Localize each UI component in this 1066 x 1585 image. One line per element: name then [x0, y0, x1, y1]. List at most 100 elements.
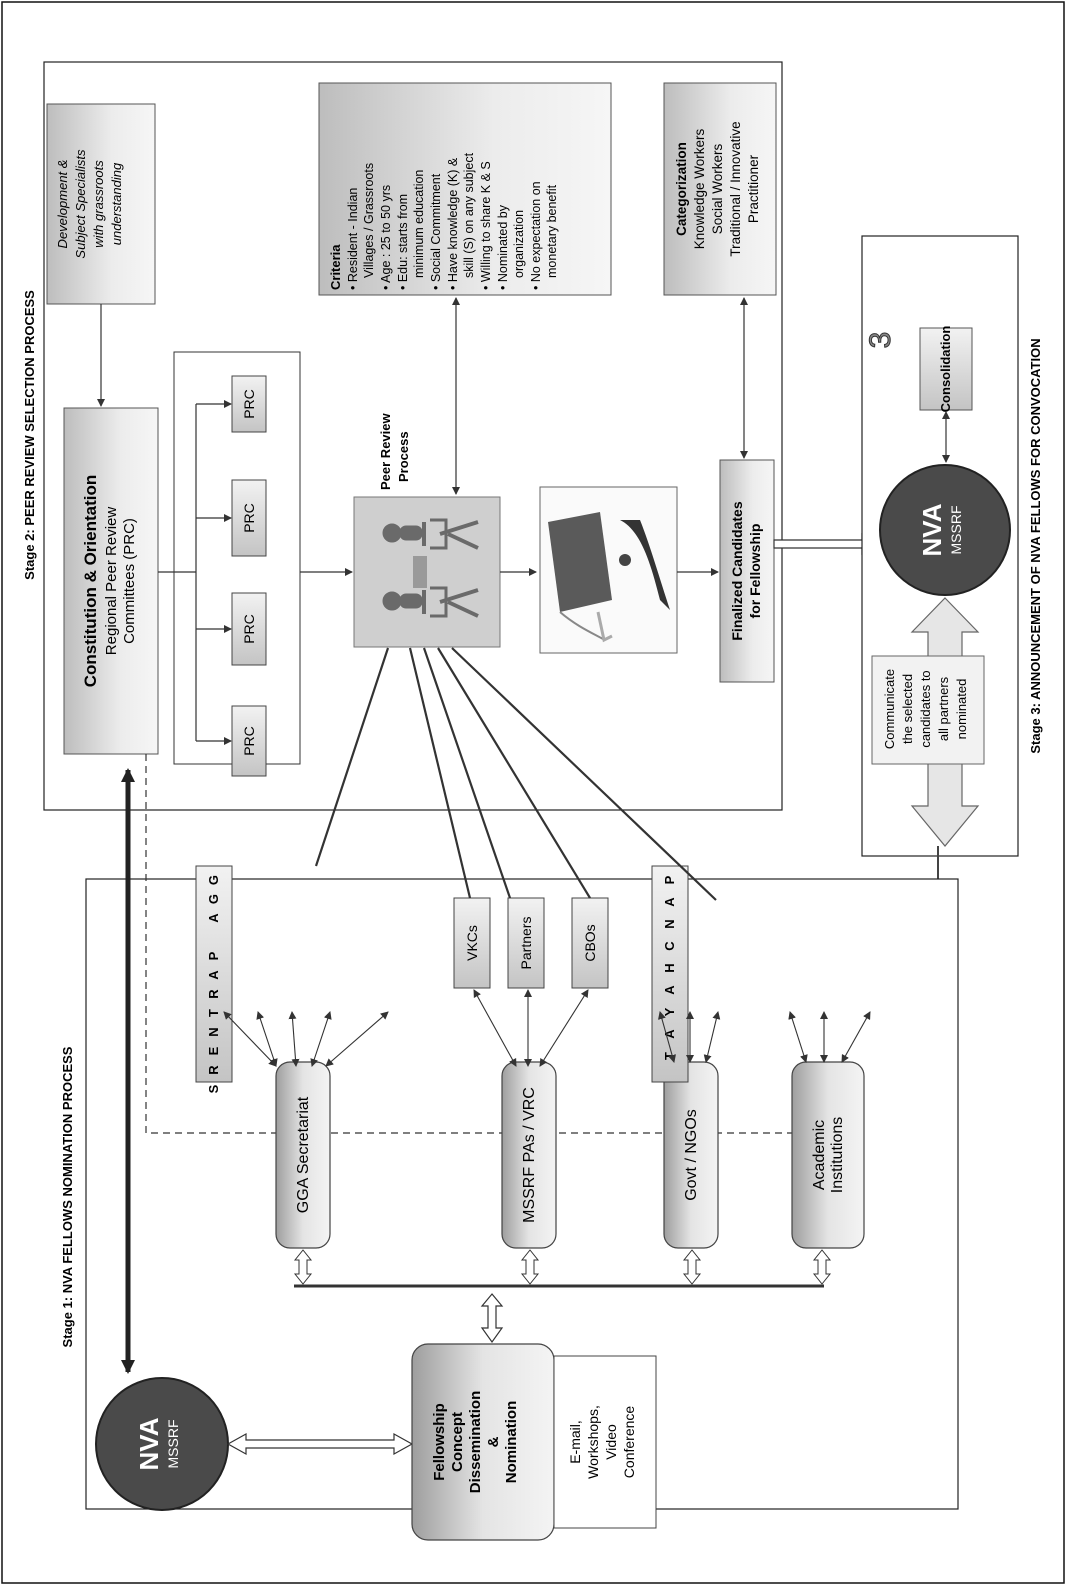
- criteria-line-8: skill (S) on any subject: [462, 152, 476, 278]
- criteria-line-1: • Resident - Indian: [346, 188, 360, 290]
- consolidation-label: Consolidation: [938, 326, 953, 413]
- specialists-box: [46, 103, 156, 305]
- constitution-title: Constitution & Orientation: [81, 475, 100, 687]
- categorization-line-2: Social Workers: [710, 143, 725, 234]
- prc-label-4: PRC: [241, 726, 257, 756]
- communicate-line-4: all partners: [936, 676, 951, 741]
- constitution-box: [63, 407, 159, 755]
- fellowship-line-1: Fellowship: [431, 1403, 448, 1481]
- meeting-people-icon: [382, 518, 479, 618]
- constitution-line-1: Regional Peer Review: [103, 507, 120, 656]
- email-text: E-mail, Workshops, Video Conference: [567, 1405, 637, 1479]
- finalized-box: [719, 459, 775, 683]
- panchayat-letter-6: A: [662, 985, 677, 995]
- fellowship-line-3: Dissemination: [467, 1391, 484, 1494]
- bus-govt-arrow: [682, 1249, 702, 1285]
- mssrf-pas-label: MSSRF PAs / VRC: [521, 1087, 538, 1223]
- stage1-title: Stage 1: NVA FELLOWS NOMINATION PROCESS: [60, 1046, 75, 1347]
- cbos-label: CBOs: [582, 924, 598, 961]
- panchayat-letter-7: Y: [662, 1007, 677, 1016]
- categorization-box: [663, 82, 777, 296]
- criteria-box: [318, 82, 612, 296]
- prc-box-1: [231, 375, 267, 433]
- categorization-line-1: Knowledge Workers: [692, 128, 707, 249]
- categorization-line-4: Practitioner: [746, 154, 761, 223]
- panchayat-letter-5: H: [662, 963, 677, 972]
- fellowship-bus-arrow: [480, 1293, 504, 1344]
- peer-review-label-2: Process: [396, 431, 411, 482]
- gga-partners-letter-12: S: [206, 1084, 221, 1093]
- specialists-line-3: with grassroots: [91, 160, 106, 248]
- nva-left-title: NVA: [134, 1417, 164, 1470]
- gga-fan-arrows: [223, 1011, 389, 1067]
- vkcs-box: [453, 897, 491, 989]
- nva-right-circle: [879, 464, 1011, 596]
- cbos-box: [571, 897, 609, 989]
- stage2-group: Stage 2: PEER REVIEW SELECTION PROCESS D…: [22, 61, 884, 811]
- gga-partners-letter-3: A: [206, 913, 221, 923]
- prc-label-3: PRC: [241, 614, 257, 644]
- academic-label: Academic Institutions: [811, 1117, 846, 1193]
- specialists-line-1: Development &: [55, 160, 70, 249]
- partners-label: Partners: [518, 917, 534, 970]
- panchayat-letter-2: A: [662, 897, 677, 907]
- stage2-title: Stage 2: PEER REVIEW SELECTION PROCESS: [22, 290, 37, 580]
- academic-node: [791, 1061, 865, 1249]
- nva-right-subtitle: MSSRF: [948, 506, 964, 555]
- gga-partners-letter-11: R: [206, 1065, 221, 1075]
- stage3-number-badge: 3: [864, 332, 897, 349]
- communicate-line-5: nominated: [954, 679, 969, 740]
- bus-gga-arrow: [293, 1249, 313, 1285]
- academic-fan-arrows: [788, 1011, 871, 1063]
- specialists-line-4: understanding: [109, 162, 124, 245]
- criteria-line-6: • Social Commitment: [429, 173, 443, 290]
- dashed-connector: [145, 754, 832, 1134]
- graduation-cap-icon: [548, 512, 670, 643]
- peer-review-feed-lines: [314, 647, 717, 901]
- email-line-2: Workshops,: [585, 1405, 601, 1479]
- gga-partners-letter-9: N: [206, 1027, 221, 1036]
- criteria-line-12: • No expectation on: [529, 181, 543, 290]
- prc-box-3: [231, 592, 267, 666]
- panchayat-letter-9: T: [662, 1052, 677, 1060]
- email-line-3: Video: [603, 1424, 619, 1460]
- panchayat-letter-1: P: [662, 875, 677, 884]
- criteria-line-3: • Age : 25 to 50 yrs: [379, 185, 393, 290]
- stage3-group: Stage 3: ANNOUNCEMENT OF NVA FELLOWS FOR…: [822, 235, 1043, 1287]
- prc-box-4: [231, 705, 267, 777]
- gga-partners-letter-6: A: [206, 970, 221, 980]
- consolidation-box: [919, 327, 973, 411]
- gga-partners-letter-10: E: [206, 1046, 221, 1055]
- gga-secretariat-label: GGA Secretariat: [295, 1096, 312, 1213]
- gga-partners-letter-8: T: [206, 1009, 221, 1017]
- partners-box: [507, 897, 545, 989]
- constitution-text: Constitution & Orientation Regional Peer…: [81, 475, 138, 687]
- gga-partners-letter-2: G: [206, 894, 221, 904]
- fellowship-line-4: &: [485, 1436, 502, 1447]
- communicate-line-3: candidates to: [918, 670, 933, 747]
- bus-academic-arrow: [812, 1249, 832, 1285]
- fellowship-text: Fellowship Concept Dissemination & Nomin…: [431, 1391, 520, 1494]
- mssrf-fan-arrows: [473, 989, 589, 1067]
- criteria-title: Criteria: [328, 244, 343, 290]
- peer-review-label: Peer Review Process: [378, 413, 411, 490]
- vkcs-label: VKCs: [464, 925, 480, 961]
- stage1-group: Stage 1: NVA FELLOWS NOMINATION PROCESS …: [60, 647, 959, 1541]
- communicate-text: Communicate the selected candidates to a…: [882, 669, 969, 749]
- finalized-text: Finalized Candidates for Fellowship: [729, 501, 763, 640]
- panchayat-letter-8: A: [662, 1029, 677, 1039]
- communicate-line-2: the selected: [900, 674, 915, 744]
- finalized-line-1: Finalized Candidates: [729, 501, 745, 640]
- govt-fan-arrows: [658, 1011, 721, 1063]
- email-line-4: Conference: [621, 1406, 637, 1479]
- peer-review-label-1: Peer Review: [378, 413, 393, 490]
- criteria-line-9: • Willing to share K & S: [479, 161, 493, 290]
- specialists-line-2: Subject Specialists: [73, 149, 88, 259]
- communicate-box: [871, 655, 985, 765]
- academic-label-line-1: Academic: [811, 1120, 828, 1190]
- prc-label-1: PRC: [241, 389, 257, 419]
